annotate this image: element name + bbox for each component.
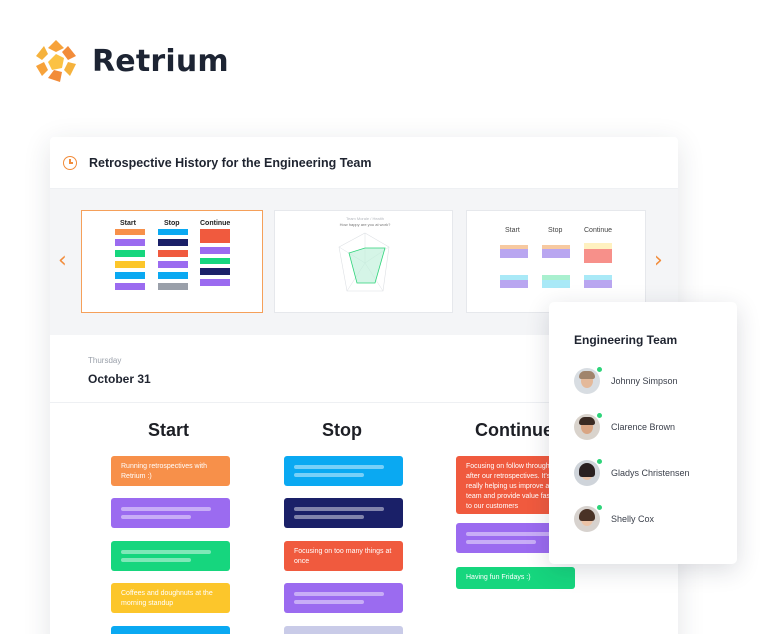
card-text: Focusing on too many things at once: [294, 548, 392, 565]
brand-name: Retrium: [92, 43, 229, 79]
chevron-right-icon[interactable]: ›: [654, 248, 663, 273]
member-name: Gladys Christensen: [611, 468, 690, 478]
online-status-icon: [596, 458, 603, 465]
retro-card[interactable]: Focusing on too many things at once: [284, 541, 403, 571]
member-name: Shelly Cox: [611, 514, 655, 524]
retro-card[interactable]: [284, 498, 403, 528]
thumb-col-label: Start: [505, 227, 520, 234]
card-text: Coffees and doughnuts at the morning sta…: [121, 590, 213, 607]
online-status-icon: [596, 504, 603, 511]
retro-card[interactable]: [284, 626, 403, 634]
window-header: Retrospective History for the Engineerin…: [50, 137, 678, 189]
thumb-col-label: Continue: [584, 227, 612, 234]
card-text: Focusing on follow through after our ret…: [466, 463, 559, 510]
date-weekday: Thursday: [88, 356, 122, 365]
team-member[interactable]: Clarence Brown: [574, 412, 676, 440]
avatar: [574, 412, 603, 440]
retro-card[interactable]: [284, 456, 403, 486]
retro-card[interactable]: [111, 626, 230, 634]
column-header-continue: Continue: [475, 420, 553, 440]
retro-card[interactable]: Coffees and doughnuts at the morning sta…: [111, 583, 230, 613]
thumb-col-label: Continue: [200, 220, 230, 227]
card-text: Running retrospectives with Retrium :): [121, 463, 207, 480]
thumb-col-label: Stop: [164, 220, 180, 227]
retro-thumbnail[interactable]: Team Morale / Health How happy are you a…: [274, 210, 453, 313]
member-name: Johnny Simpson: [611, 376, 678, 386]
card-text: Having fun Fridays :): [466, 574, 531, 581]
retro-card[interactable]: Having fun Fridays :): [456, 567, 575, 589]
thumbnail-board-preview: Start Stop Continue: [115, 220, 230, 290]
member-name: Clarence Brown: [611, 422, 676, 432]
online-status-icon: [596, 366, 603, 373]
retro-thumbnail-selected[interactable]: Start Stop Continue: [81, 210, 263, 313]
retro-card[interactable]: [284, 583, 403, 613]
retro-card[interactable]: [111, 541, 230, 571]
thumb-col-label: Start: [120, 220, 137, 227]
team-member[interactable]: Johnny Simpson: [574, 366, 678, 394]
team-title: Engineering Team: [574, 333, 678, 347]
thumbnail-radar-preview: Team Morale / Health How happy are you a…: [338, 216, 391, 292]
page-title: Retrospective History for the Engineerin…: [89, 155, 372, 170]
team-member[interactable]: Gladys Christensen: [574, 458, 690, 486]
team-member[interactable]: Shelly Cox: [574, 504, 655, 532]
avatar: [574, 366, 603, 394]
thumbnail-board-preview: Start Stop Continue: [500, 227, 612, 288]
retro-card[interactable]: Running retrospectives with Retrium :): [111, 456, 230, 486]
column-header-stop: Stop: [322, 420, 362, 440]
retro-thumbnail[interactable]: Start Stop Continue: [466, 210, 646, 313]
thumb-radar-subtitle: How happy are you at work?: [340, 222, 391, 227]
column-header-start: Start: [148, 420, 190, 440]
retro-card[interactable]: [111, 498, 230, 528]
avatar: [574, 458, 603, 486]
retro-date: Thursday October 31: [50, 335, 678, 403]
clock-icon: [63, 155, 77, 170]
online-status-icon: [596, 412, 603, 419]
date-full: October 31: [88, 372, 151, 386]
team-panel: Engineering Team Johnny Simpson Clarence…: [549, 302, 737, 564]
retrium-logo-icon: [36, 40, 76, 82]
avatar: [574, 504, 603, 532]
thumb-col-label: Stop: [548, 227, 563, 234]
brand: Retrium: [34, 38, 229, 84]
thumb-radar-title: Team Morale / Health: [346, 216, 384, 221]
chevron-left-icon[interactable]: ‹: [58, 248, 67, 273]
